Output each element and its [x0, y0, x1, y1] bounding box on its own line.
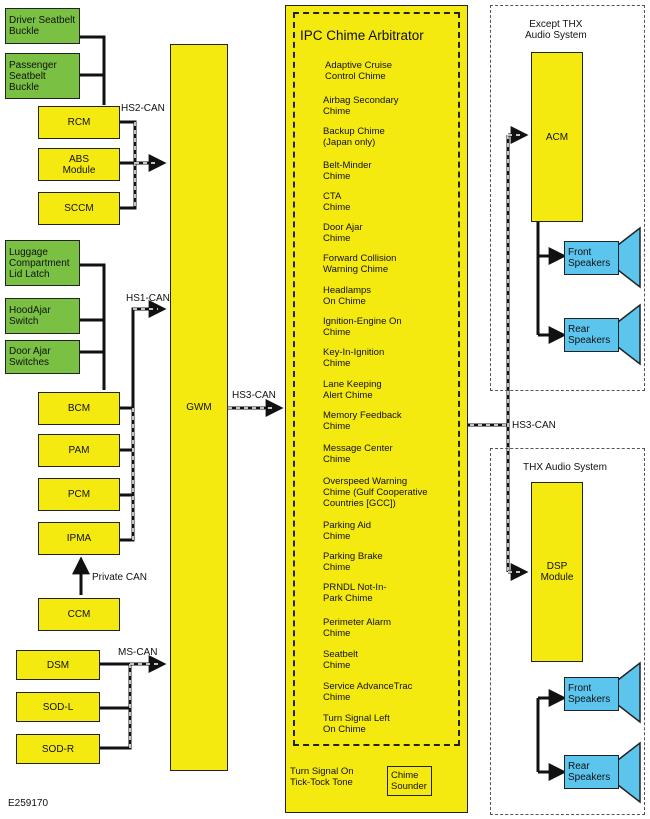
rear-speakers-lower: Rear Speakers — [564, 755, 619, 789]
pcm-module: PCM — [38, 478, 120, 511]
front-speakers-upper: Front Speakers — [564, 241, 619, 275]
ipc-chime-item: Ignition-Engine On Chime — [323, 316, 402, 338]
dsp-module: DSP Module — [531, 482, 583, 662]
ipc-chime-item: CTA Chime — [323, 191, 351, 213]
front-speakers-lower: Front Speakers — [564, 677, 619, 711]
turn-signal-tick-tock-label: Turn Signal On Tick-Tock Tone — [290, 766, 354, 788]
ipc-chime-item: Memory Feedback Chime — [323, 410, 402, 432]
hood-ajar-switch: HoodAjar Switch — [5, 298, 80, 334]
sod-r-module: SOD-R — [16, 734, 100, 764]
chime-sounder: Chime Sounder — [387, 766, 432, 796]
ipc-chime-item: Lane Keeping Alert Chime — [323, 379, 382, 401]
thx-region — [490, 448, 645, 815]
hs2-can-label: HS2-CAN — [121, 103, 165, 114]
dsm-module: DSM — [16, 650, 100, 680]
ipc-title: IPC Chime Arbitrator — [300, 28, 424, 43]
ipc-chime-item: PRNDL Not-In- Park Chime — [323, 582, 387, 604]
except-thx-label: Except THX Audio System — [525, 19, 587, 41]
passenger-seatbelt-buckle: Passenger Seatbelt Buckle — [5, 53, 80, 99]
ipc-chime-item: Key-In-Ignition Chime — [323, 347, 385, 369]
ccm-module: CCM — [38, 598, 120, 631]
ipc-chime-item: Adaptive Cruise Control Chime — [325, 60, 393, 82]
luggage-compartment-latch: Luggage Compartment Lid Latch — [5, 240, 80, 286]
except-thx-region — [490, 5, 645, 391]
driver-seatbelt-buckle: Driver Seatbelt Buckle — [5, 8, 80, 44]
ipc-chime-arbitrator-region — [293, 12, 460, 746]
door-ajar-switches: Door Ajar Switches — [5, 340, 80, 374]
abs-module: ABS Module — [38, 148, 120, 181]
acm-module: ACM — [531, 52, 583, 222]
ipma-module: IPMA — [38, 522, 120, 555]
pam-module: PAM — [38, 434, 120, 467]
sccm-module: SCCM — [38, 192, 120, 225]
ipc-chime-item: Message Center Chime — [323, 443, 393, 465]
hs1-can-label: HS1-CAN — [126, 293, 170, 304]
hs3-can-left-label: HS3-CAN — [232, 390, 276, 401]
wire-driver-seatbelt — [80, 35, 106, 105]
ipc-chime-item: Perimeter Alarm Chime — [323, 617, 392, 639]
ipc-chime-item: Airbag Secondary Chime — [323, 95, 399, 117]
ipc-chime-item: Door Ajar Chime — [323, 222, 363, 244]
private-can-label: Private CAN — [92, 572, 148, 583]
sod-l-module: SOD-L — [16, 692, 100, 722]
figure-id: E259170 — [8, 798, 49, 809]
bcm-module: BCM — [38, 392, 120, 425]
hs3-can-right-label: HS3-CAN — [512, 420, 556, 431]
ipc-chime-item: Belt-Minder Chime — [323, 160, 372, 182]
thx-label: THX Audio System — [523, 462, 607, 473]
ipc-chime-item: Parking Aid Chime — [323, 520, 372, 542]
ipc-chime-item: Forward Collision Warning Chime — [323, 253, 397, 275]
ipc-chime-item: Service AdvanceTrac Chime — [323, 681, 413, 703]
ipc-chime-item: Parking Brake Chime — [323, 551, 383, 573]
ipc-chime-item: Overspeed Warning Chime (Gulf Cooperativ… — [323, 476, 428, 509]
ms-can-label: MS-CAN — [118, 647, 158, 658]
ipc-chime-item: Seatbelt Chime — [323, 649, 358, 671]
ipc-chime-item: Backup Chime (Japan only) — [323, 126, 385, 148]
ipc-chime-item: Turn Signal Left On Chime — [323, 713, 390, 735]
rear-speakers-upper: Rear Speakers — [564, 318, 619, 352]
gwm-module: GWM — [170, 44, 228, 771]
ipc-chime-item: Headlamps On Chime — [323, 285, 372, 307]
ipc-module — [285, 5, 468, 813]
rcm-module: RCM — [38, 106, 120, 139]
